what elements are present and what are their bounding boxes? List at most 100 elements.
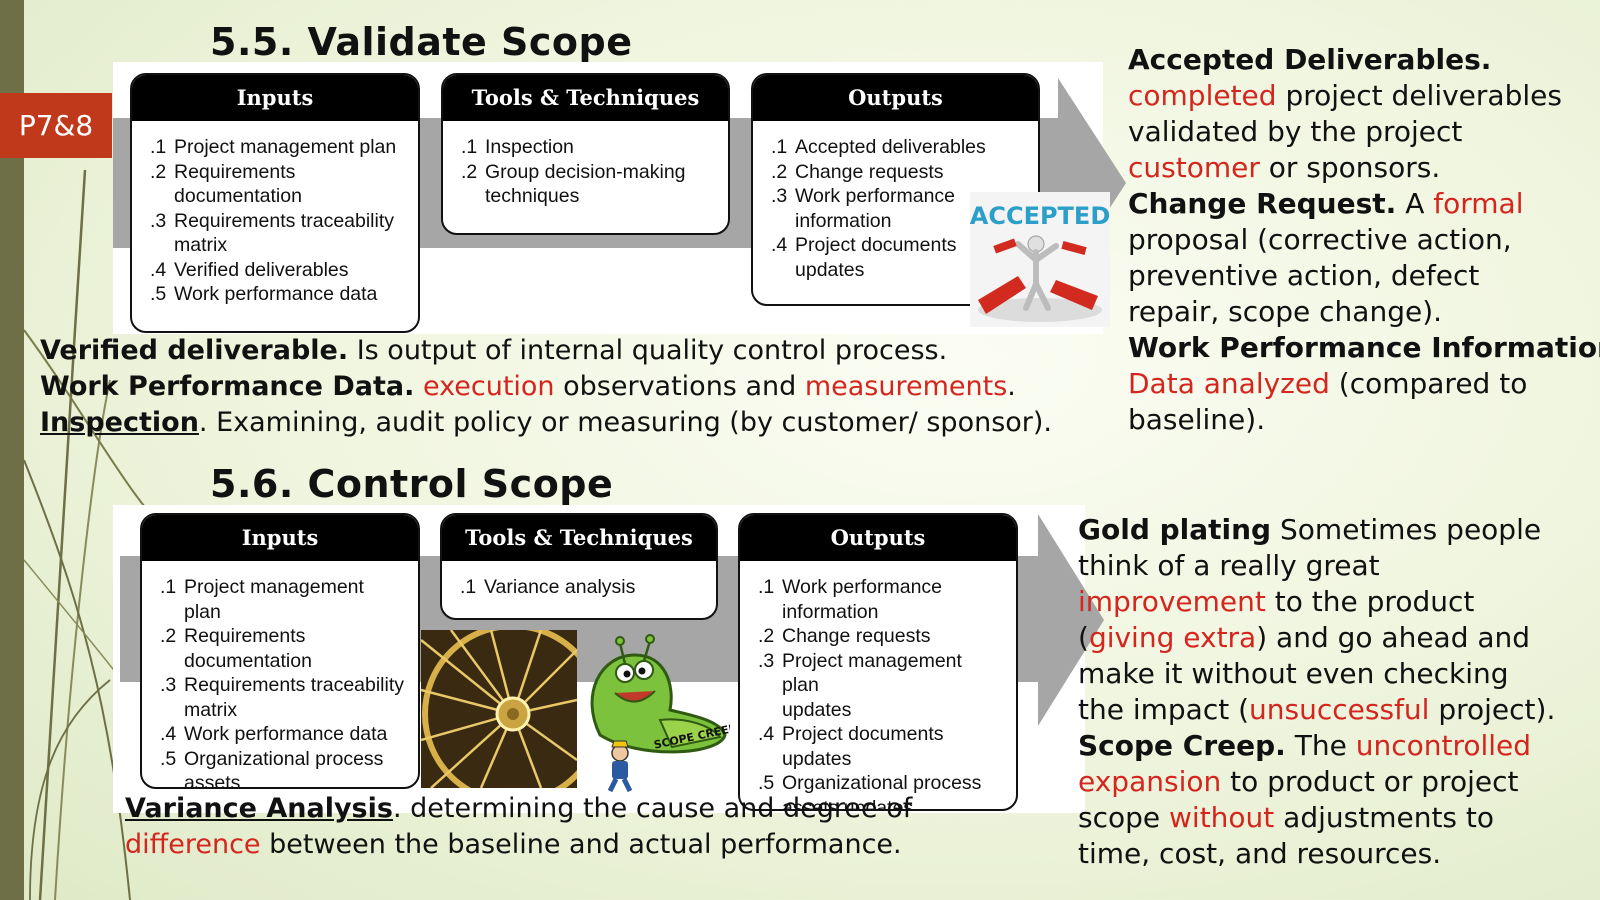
item-number: .1 <box>460 576 477 598</box>
gold-plating-definition: Gold plating Sometimes people think of a… <box>1078 513 1556 726</box>
control-tools-header: Tools & Techniques <box>442 515 716 561</box>
decorative-grass-lines <box>23 169 180 900</box>
variance-analysis-note: Variance Analysis. determining the cause… <box>125 793 913 860</box>
list-item: .3 Project management plan updates <box>758 649 1004 723</box>
control-inputs-list: .1 Project management plan .2 Requirements … <box>142 561 418 789</box>
item-text: Project management plan <box>174 136 397 158</box>
item-text: Group decision-making techniques <box>485 160 686 208</box>
validate-outputs-box: Outputs .1 Accepted deliverables .2 Change … <box>751 73 1040 306</box>
validate-outputs-list: .1 Accepted deliverables .2 Change requests… <box>753 121 1038 290</box>
item-number: .1 <box>160 576 177 598</box>
item-text: Variance analysis <box>484 576 636 598</box>
item-number: .3 <box>771 185 788 207</box>
item-text: Organizational process assets updates <box>782 772 982 811</box>
list-item: .5 Work performance data <box>150 282 406 307</box>
item-number: .2 <box>160 625 177 647</box>
item-text: Project documents updates <box>782 723 944 770</box>
scope-creep-monster-illustration: SCOPE CREEP <box>590 634 730 793</box>
validate-tools-box: Tools & Techniques .1 Inspection .2 Group d… <box>441 73 730 235</box>
validate-scope-title: 5.5. Validate Scope <box>210 20 633 64</box>
list-item: .4 Project documents updates <box>771 233 1026 282</box>
item-number: .5 <box>160 747 177 770</box>
item-text: Work performance information <box>795 185 956 232</box>
item-text: Project documents updates <box>795 234 957 281</box>
item-number: .1 <box>150 136 167 158</box>
control-tools-box: Tools & Techniques .1 Variance analysis <box>440 513 718 620</box>
accepted-deliverables-definition: Accepted Deliverables. completed project… <box>1128 43 1562 184</box>
item-text: Work performance information <box>782 576 943 623</box>
item-number: .2 <box>758 625 775 647</box>
item-number: .1 <box>758 576 775 598</box>
item-number: .4 <box>160 723 177 745</box>
validate-outputs-header: Outputs <box>753 75 1038 121</box>
list-item: .1 Work performance information <box>758 575 1004 624</box>
list-item: .2 Group decision-making techniques <box>461 160 716 209</box>
item-number: .1 <box>771 136 788 158</box>
control-outputs-list: .1 Work performance information .2 Change r… <box>740 561 1016 811</box>
list-item: .4 Project documents updates <box>758 722 1004 771</box>
item-number: .1 <box>461 136 478 158</box>
item-text: Change requests <box>795 160 944 183</box>
accepted-illustration: ACCEPTED <box>970 192 1110 327</box>
item-text: Work performance data <box>174 283 378 305</box>
item-number: .4 <box>150 258 167 281</box>
item-text: Requirements documentation <box>174 160 302 208</box>
accepted-word: ACCEPTED <box>970 202 1110 230</box>
list-item: .2 Change requests <box>758 624 1004 649</box>
control-scope-title: 5.6. Control Scope <box>210 462 614 506</box>
item-number: .2 <box>461 160 478 183</box>
item-text: Requirements traceability matrix <box>174 209 395 257</box>
gold-plating-image <box>421 630 577 788</box>
scope-creep-definition: Scope Creep. The uncontrolled expansion … <box>1078 729 1532 870</box>
control-inputs-box: Inputs .1 Project management plan .2 Requir… <box>140 513 420 789</box>
item-text: Accepted deliverables <box>795 136 986 158</box>
list-item: .2 Requirements documentation <box>150 160 406 209</box>
list-item: .2 Change requests <box>771 160 1026 185</box>
list-item: .1 Project management plan <box>160 575 406 624</box>
item-text: Inspection <box>485 136 574 158</box>
list-item: .4 Work performance data <box>160 722 406 747</box>
validate-inputs-header: Inputs <box>132 75 418 121</box>
item-text: Requirements documentation <box>184 625 312 672</box>
item-text: Work performance data <box>184 723 388 745</box>
item-number: .2 <box>771 160 788 183</box>
list-item: .2 Requirements documentation <box>160 624 406 673</box>
item-text: Project management plan updates <box>782 649 962 721</box>
control-outputs-header: Outputs <box>740 515 1016 561</box>
item-number: .3 <box>758 649 775 672</box>
item-number: .4 <box>758 723 775 745</box>
slide-tag: P7&8 <box>0 93 112 158</box>
item-number: .5 <box>150 283 167 305</box>
work-performance-information-definition: Work Performance Information. Data analy… <box>1128 331 1600 436</box>
inspection-note: Inspection. Examining, audit policy or m… <box>40 407 1053 438</box>
item-text: Project management plan <box>184 576 364 623</box>
item-number: .3 <box>160 674 177 696</box>
item-number: .3 <box>150 209 167 232</box>
item-text: Change requests <box>782 625 931 647</box>
item-text: Organizational process assets <box>184 747 384 789</box>
list-item: .1 Variance analysis <box>460 575 704 600</box>
list-item: .1 Accepted deliverables <box>771 135 1026 160</box>
list-item: .3 Requirements traceability matrix <box>150 209 406 258</box>
control-inputs-header: Inputs <box>142 515 418 561</box>
item-text: Verified deliverables <box>174 258 349 281</box>
validate-tools-list: .1 Inspection .2 Group decision-making tech… <box>443 121 728 217</box>
control-arrow-head <box>1038 514 1104 726</box>
list-item: .5 Organizational process assets updates <box>758 771 1004 811</box>
list-item: .5 Organizational process assets <box>160 747 406 789</box>
work-performance-data-note: Work Performance Data. execution observa… <box>40 371 1016 402</box>
control-tools-list: .1 Variance analysis <box>442 561 716 608</box>
validate-tools-header: Tools & Techniques <box>443 75 728 121</box>
list-item: .1 Project management plan <box>150 135 406 160</box>
item-number: .4 <box>771 234 788 256</box>
item-number: .5 <box>758 772 775 794</box>
list-item: .3 Work performance information <box>771 184 1026 233</box>
list-item: .1 Inspection <box>461 135 716 160</box>
item-number: .2 <box>150 160 167 183</box>
change-request-definition: Change Request. A formal proposal (corre… <box>1128 187 1524 328</box>
verified-deliverable-note: Verified deliverable. Is output of inter… <box>40 335 948 366</box>
